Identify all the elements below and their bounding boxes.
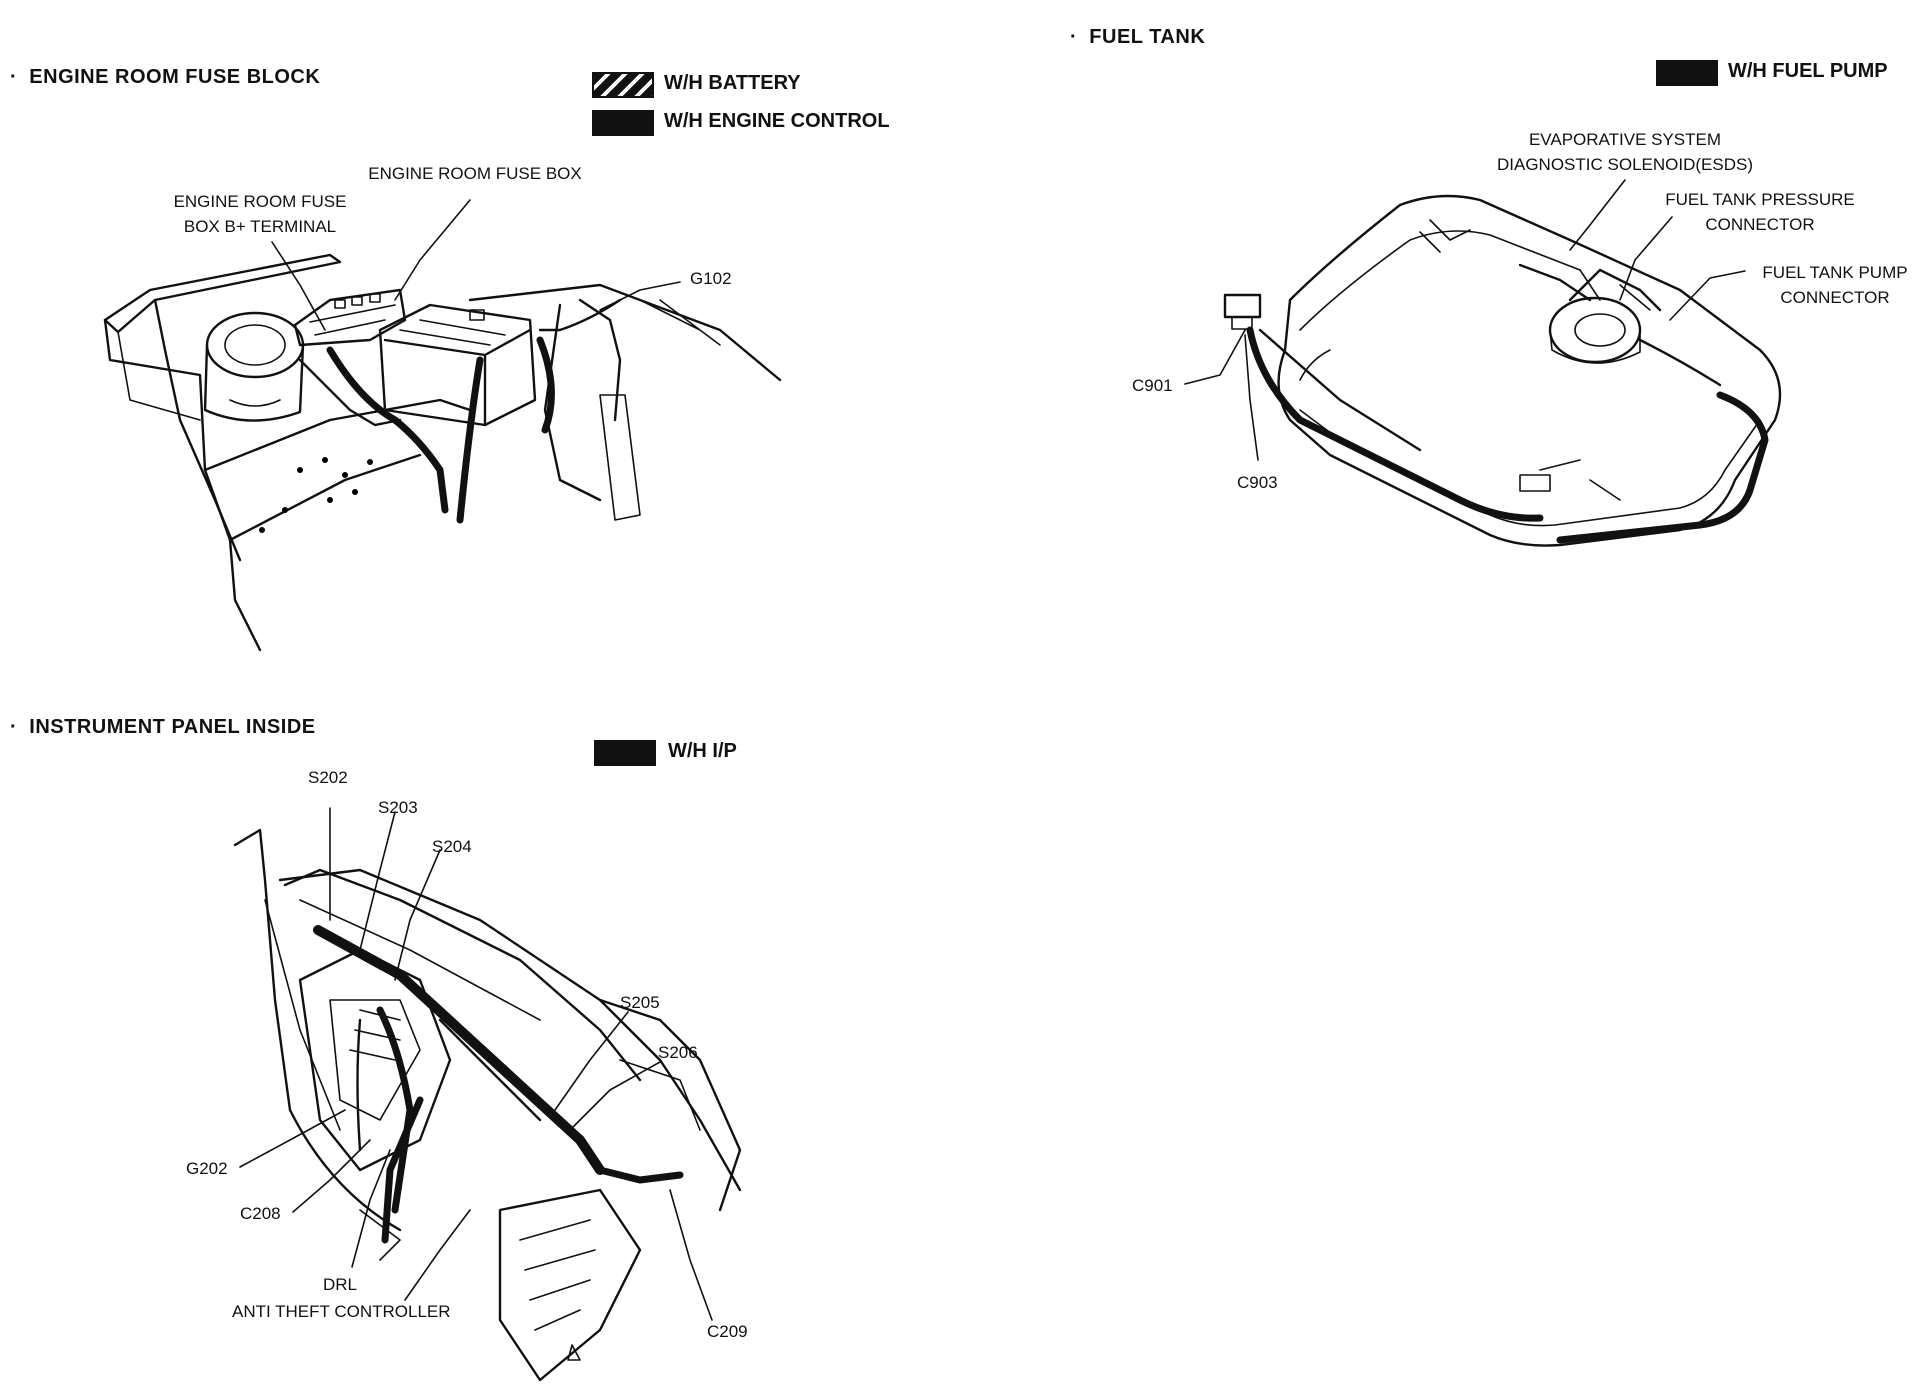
s202-label: S202 xyxy=(308,768,348,787)
bullet: · xyxy=(10,716,30,738)
c901-callout: C901 xyxy=(1132,373,1173,398)
c208-label: C208 xyxy=(240,1204,281,1223)
drl-label: DRL xyxy=(323,1275,358,1294)
c901-label: C901 xyxy=(1132,376,1173,395)
c208-callout: C208 xyxy=(240,1201,281,1226)
s202-callout: S202 xyxy=(308,765,348,790)
b-plus-terminal-line-2: BOX B+ TERMINAL xyxy=(183,217,337,236)
fuel-section-title: · FUEL TANK xyxy=(1070,26,1205,49)
g102-label: G102 xyxy=(690,269,732,288)
s203-label: S203 xyxy=(378,798,418,817)
engine-control-harness-swatch xyxy=(592,110,654,136)
fuel-tank-pressure-line-1: FUEL TANK PRESSURE xyxy=(1665,190,1855,209)
fuel-title-text: FUEL TANK xyxy=(1089,26,1206,48)
s205-label: S205 xyxy=(620,993,660,1012)
engine-section-title: · ENGINE ROOM FUSE BLOCK xyxy=(10,66,320,89)
engine-room-fuse-box-label: ENGINE ROOM FUSE BOX xyxy=(368,164,582,183)
s206-callout: S206 xyxy=(658,1040,698,1065)
g202-label: G202 xyxy=(186,1159,228,1178)
fuel-tank-pump-callout: FUEL TANK PUMP CONNECTOR xyxy=(1745,260,1925,310)
s204-callout: S204 xyxy=(432,834,472,859)
anti-theft-controller-label: ANTI THEFT CONTROLLER xyxy=(232,1302,451,1321)
s204-label: S204 xyxy=(432,837,472,856)
drl-callout: DRL xyxy=(323,1272,357,1297)
fuel-tank-pressure-callout: FUEL TANK PRESSURE CONNECTOR xyxy=(1640,187,1880,237)
ip-harness-label: W/H I/P xyxy=(668,740,737,762)
esds-callout: EVAPORATIVE SYSTEM DIAGNOSTIC SOLENOID(E… xyxy=(1470,127,1780,177)
c209-label: C209 xyxy=(707,1322,748,1341)
panel-section-title: · INSTRUMENT PANEL INSIDE xyxy=(10,716,316,739)
engine-room-fuse-box-callout: ENGINE ROOM FUSE BOX xyxy=(345,161,605,186)
b-plus-terminal-line-1: ENGINE ROOM FUSE xyxy=(173,192,347,211)
c903-label: C903 xyxy=(1237,473,1278,492)
s206-label: S206 xyxy=(658,1043,698,1062)
g102-callout: G102 xyxy=(690,266,732,291)
fuel-tank-pressure-line-2: CONNECTOR xyxy=(1705,215,1815,234)
ip-harness-swatch xyxy=(594,740,656,766)
panel-title-text: INSTRUMENT PANEL INSIDE xyxy=(29,716,316,738)
esds-line-1: EVAPORATIVE SYSTEM xyxy=(1528,130,1722,149)
fuel-tank-pump-line-2: CONNECTOR xyxy=(1780,288,1890,307)
fuel-tank-pump-line-1: FUEL TANK PUMP xyxy=(1762,263,1908,282)
anti-theft-controller-callout: ANTI THEFT CONTROLLER xyxy=(232,1299,451,1324)
battery-harness-swatch xyxy=(592,72,654,98)
fuel-pump-harness-label: W/H FUEL PUMP xyxy=(1728,60,1888,82)
battery-harness-label: W/H BATTERY xyxy=(664,72,801,94)
g202-callout: G202 xyxy=(186,1156,228,1181)
bullet: · xyxy=(1070,26,1090,48)
c209-callout: C209 xyxy=(707,1319,748,1344)
s205-callout: S205 xyxy=(620,990,660,1015)
c903-callout: C903 xyxy=(1237,470,1278,495)
s203-callout: S203 xyxy=(378,795,418,820)
esds-line-2: DIAGNOSTIC SOLENOID(ESDS) xyxy=(1497,155,1753,174)
engine-control-harness-label: W/H ENGINE CONTROL xyxy=(664,110,890,132)
b-plus-terminal-callout: ENGINE ROOM FUSE BOX B+ TERMINAL xyxy=(150,189,370,239)
engine-title-text: ENGINE ROOM FUSE BLOCK xyxy=(29,66,321,88)
bullet: · xyxy=(10,66,30,88)
fuel-pump-harness-swatch xyxy=(1656,60,1718,86)
